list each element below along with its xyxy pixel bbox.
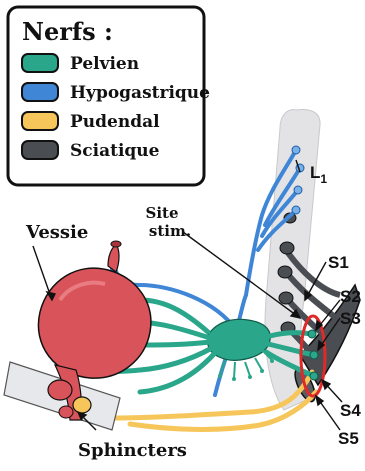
label-sphincters: Sphincters [78,440,187,461]
legend-swatch-sciatique [22,141,58,159]
legend-swatch-pudendal [22,112,58,130]
legend-label-pudendal: Pudendal [70,112,160,132]
label-vessie: Vessie [25,222,88,243]
label-S5: S5 [338,429,359,448]
legend-label-sciatique: Sciatique [70,141,160,161]
label-stim: stim. [149,222,191,240]
label-S4: S4 [340,401,361,420]
label-S3: S3 [340,309,361,328]
legend-title: Nerfs : [22,17,113,46]
label-S2: S2 [340,287,361,306]
pelvic-ganglion [208,319,274,381]
legend-label-hypogastrique: Hypogastrique [70,83,210,103]
legend-swatch-hypogastrique [22,83,58,101]
label-S1: S1 [328,253,349,272]
legend: Nerfs : Pelvien Hypogastrique Pudendal S… [8,7,210,185]
legend-label-pelvien: Pelvien [70,54,139,74]
legend-swatch-pelvien [22,54,58,72]
bladder [38,241,150,378]
label-site: Site [145,204,178,222]
